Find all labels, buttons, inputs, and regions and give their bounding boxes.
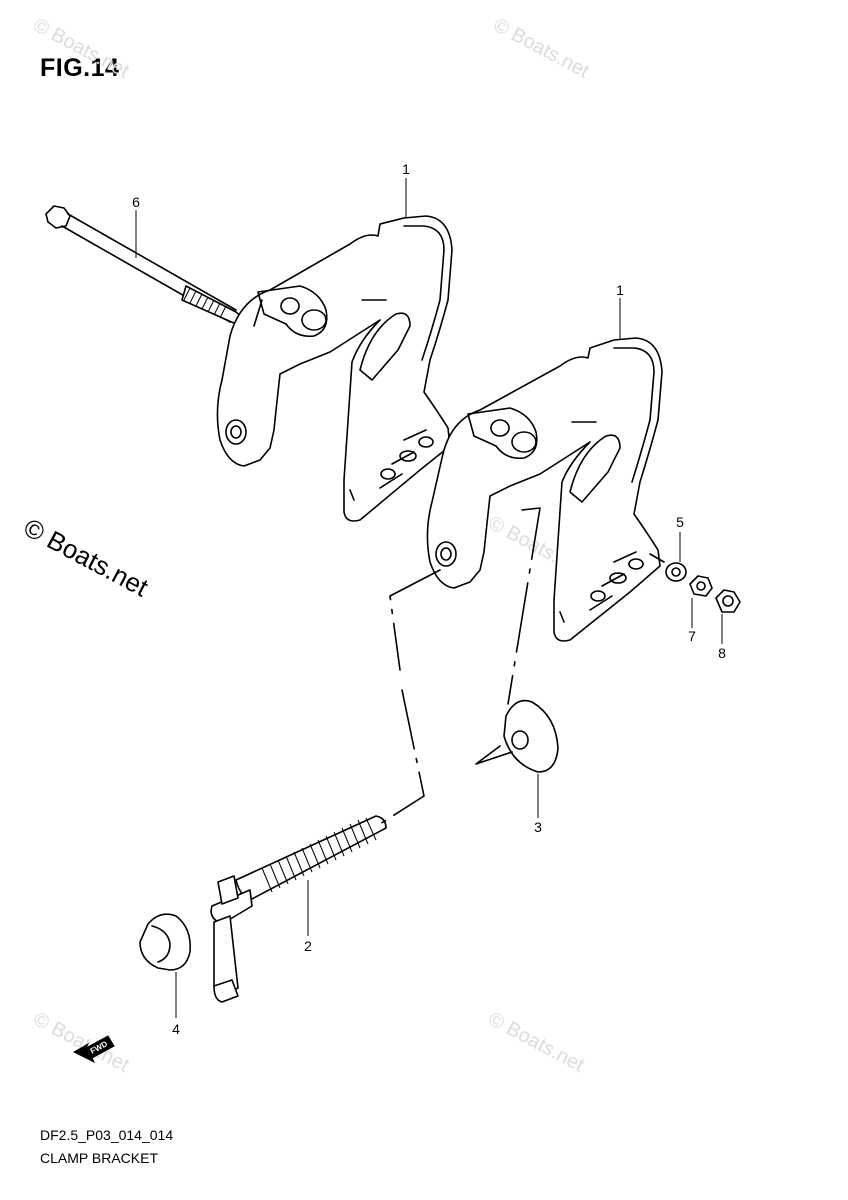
callout-2: 2 bbox=[304, 938, 312, 954]
figure-code: DF2.5_P03_014_014 bbox=[40, 1127, 174, 1143]
leader-lines bbox=[135, 178, 723, 1018]
callout-7: 7 bbox=[688, 628, 696, 644]
washer-part-5 bbox=[665, 562, 687, 582]
clamp-bracket-upper bbox=[216, 215, 453, 522]
fwd-arrow-icon: FWD bbox=[72, 1035, 115, 1064]
callout-1-upper: 1 bbox=[402, 161, 410, 177]
washer-part-7 bbox=[689, 575, 713, 597]
clamp-bracket-lower bbox=[426, 337, 663, 642]
callout-5: 5 bbox=[676, 514, 684, 530]
cap-part-4 bbox=[139, 913, 192, 971]
callout-3: 3 bbox=[534, 819, 542, 835]
nut-part-8 bbox=[715, 589, 741, 613]
callout-4: 4 bbox=[172, 1021, 180, 1037]
callout-6: 6 bbox=[132, 194, 140, 210]
assembly-lines bbox=[379, 507, 665, 825]
figure-name: CLAMP BRACKET bbox=[40, 1150, 158, 1166]
pad-part-3 bbox=[503, 699, 559, 773]
figure-title: FIG.14 bbox=[40, 54, 120, 82]
callout-8: 8 bbox=[718, 645, 726, 661]
callout-1-lower: 1 bbox=[616, 282, 624, 298]
clamp-screw-part-2 bbox=[210, 815, 387, 1003]
bolt-part-6 bbox=[45, 205, 241, 325]
